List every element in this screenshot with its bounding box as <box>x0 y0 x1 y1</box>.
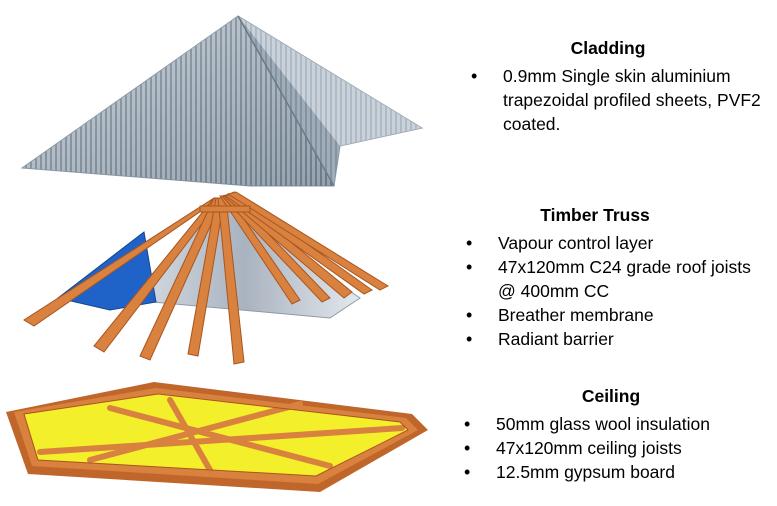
list-item: 0.9mm Single skin aluminium trapezoidal … <box>463 64 763 136</box>
timber-truss-heading: Timber Truss <box>540 205 650 225</box>
list-item: 12.5mm gypsum board <box>456 460 766 484</box>
list-item: Vapour control layer <box>458 231 768 255</box>
ceiling-heading: Ceiling <box>581 386 641 406</box>
cladding-heading: Cladding <box>570 38 646 58</box>
cladding-roof-illustration <box>20 15 424 187</box>
cladding-list: 0.9mm Single skin aluminium trapezoidal … <box>463 64 763 136</box>
list-item: Radiant barrier <box>458 327 768 351</box>
ceiling-section: Ceiling 50mm glass wool insulation 47x12… <box>456 384 766 484</box>
cladding-section: Cladding 0.9mm Single skin aluminium tra… <box>463 36 763 136</box>
ceiling-list: 50mm glass wool insulation 47x120mm ceil… <box>456 412 766 484</box>
timber-truss-list: Vapour control layer 47x120mm C24 grade … <box>458 231 768 351</box>
timber-truss-section: Timber Truss Vapour control layer 47x120… <box>458 203 768 351</box>
ceiling-illustration <box>6 382 428 492</box>
list-item: 47x120mm C24 grade roof joists @ 400mm C… <box>458 255 768 303</box>
list-item: Breather membrane <box>458 303 768 327</box>
list-item: 50mm glass wool insulation <box>456 412 766 436</box>
timber-truss-illustration <box>23 191 390 365</box>
list-item: 47x120mm ceiling joists <box>456 436 766 460</box>
